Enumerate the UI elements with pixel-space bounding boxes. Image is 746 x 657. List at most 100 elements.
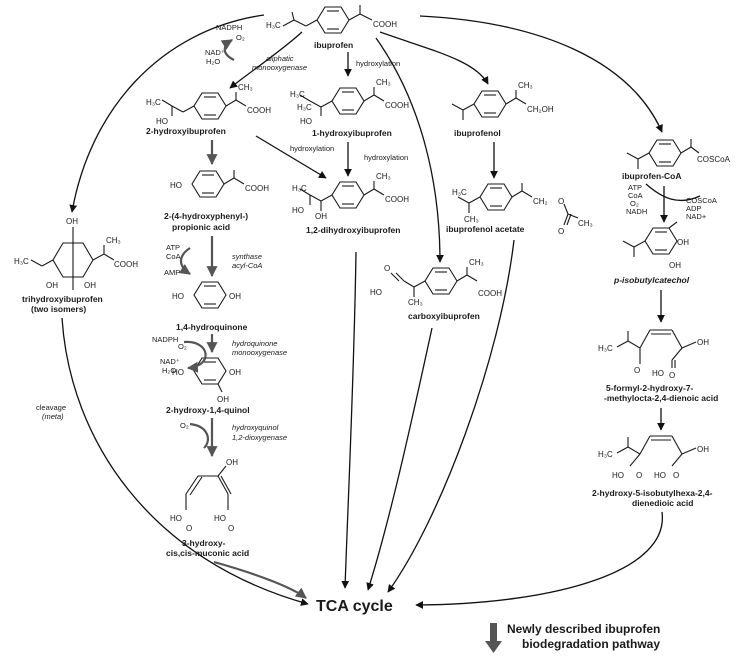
quinol-oh-label: OH [229,368,241,377]
p-isobutylcatechol-structure: OH OH [622,221,689,270]
tca-cycle-label: TCA cycle [316,598,393,615]
arrow-quinol-loop [189,422,209,449]
hydroxyphenylpropionic-acid-name-1: 2-(4-hydroxyphenyl-) [164,211,248,221]
cofactor-coa-5: CoA [628,191,643,200]
muconic-o-left: O [186,524,192,533]
1,2-dihydroxyibuprofen-name: 1,2-dihydroxyibuprofen [306,225,400,235]
acetate-methyl-label: CH₃ [578,219,593,228]
formyl-o-label-2: O [669,371,675,380]
trihydroxy-ch3-label: CH₃ [106,236,121,245]
acetate-ch3-label: CH₃ [464,215,479,224]
enzyme-aliphatic-2: monooxygenase [252,63,307,72]
arrow-coa-cofactor-curve [645,183,701,201]
carboxyibuprofen-cooh-label: COOH [478,289,502,298]
ibuprofenol-acetate-structure: H₃C CH₃ CH₂ O O CH₃ [452,183,593,236]
cofactor-h2o-1: H₂O [206,57,220,66]
trihydroxy-oh-top: OH [66,217,78,226]
muconic-ho-right: HO [214,514,226,523]
cofactor-o2-5: O₂ [630,199,639,208]
hexa-h3c-label: H₃C [598,450,613,459]
legend-line-1: Newly described ibuprofen [507,622,660,636]
ibuprofenol-ch3-label: CH₃ [518,81,533,90]
legend-arrow-shaft [490,623,497,643]
cofactor-o2-4: O₂ [180,421,189,430]
2-hydroxyibuprofen-ho-label: HO [156,117,168,126]
cofactor-nadp-5: NAD+ [686,212,707,221]
hexadienedioic-acid-name-1: 2-hydroxy-5-isobutylhexa-2,4- [592,488,713,498]
carboxyibuprofen-o-label: O [384,264,390,273]
legend: Newly described ibuprofen biodegradation… [485,622,660,653]
arrow-ibuprofen-to-carboxy [375,37,444,263]
cofactor-nadh-5: NADH [626,207,647,216]
formyl-o-label: O [634,366,640,375]
enzyme-aliphatic-1: aliphatic [266,54,294,63]
formyl-dienoic-acid-name-2: -methylocta-2,4-dienoic acid [604,393,718,403]
hexa-o-label: O [636,471,642,480]
ibuprofenol-ch2oh-label: CH₂OH [527,105,554,114]
p-isobutylcatechol-name: p-isobutylcatechol [613,275,690,285]
arrow-muconic-to-tca [213,560,307,599]
formyl-ho-label: HO [652,369,664,378]
enzyme-synthase-1: synthase [232,252,262,261]
hexa-o-label-2: O [673,471,679,480]
hydroquinone-name: 1,4-hydroquinone [176,322,248,332]
cofactor-nadph-1: NADPH [216,23,242,32]
quinol-ho-label: HO [172,368,184,377]
cofactor-nadph-3: NADPH [152,335,178,344]
carboxyibuprofen-ho-label: HO [370,288,382,297]
1-hydroxyibuprofen-ho-label: HO [300,117,312,126]
muconic-acid-name-1: 3-hydroxy- [182,538,226,548]
arrow-monooxygenase-loop [220,39,235,61]
1,2-dihydroxyibuprofen-structure: H₃C HO OH CH₃ COOH [292,172,409,221]
reaction-hydroxylation-mid: hydroxylation [364,153,408,162]
ibuprofen-coa-structure: COSCoA [626,139,731,169]
hydroquinone-structure: HO OH [172,281,241,309]
cofactor-nad-3: NAD⁺ [160,357,180,366]
arrow-hydroquinone-loop [183,340,207,373]
1-hydroxyibuprofen-h3c-label-2: H₃C [297,103,312,112]
arrow-trihydroxy-to-tca [61,317,309,606]
carboxyibuprofen-ch3-label: CH₃ [408,298,423,307]
2-hydroxyibuprofen-name: 2-hydroxyibuprofen [146,126,226,136]
ibuprofen-coa-coscoa-label: COSCoA [697,155,731,164]
1-hydroxyibuprofen-structure: H₃C H₃C HO CH₃ COOH [290,78,409,126]
arrow-ibuprofen-to-ibuprofenol [379,31,489,85]
arrow-carboxy-to-tca [366,327,433,591]
muconic-o-right: O [228,524,234,533]
trihydroxyibuprofen-name-2: (two isomers) [31,304,86,314]
hexadienedioic-acid-structure: H₃C HO O OH HO O [598,435,709,480]
1-hydroxyibuprofen-name: 1-hydroxyibuprofen [312,128,392,138]
dihydroxy-ch3-label: CH₃ [376,172,391,181]
acetate-ch2-label: CH₂ [533,197,548,206]
ibuprofen-cooh-label: COOH [373,20,397,29]
ibuprofenol-name: ibuprofenol [454,128,501,138]
muconic-oh-top: OH [226,458,238,467]
reaction-hydroxylation-diagonal: hydroxylation [290,144,334,153]
muconic-acid-structure: OH HO O HO O [170,458,238,533]
enzyme-hydroxyquinol-2: 1,2-dioxygenase [232,433,287,442]
arrow-ibuprofen-to-coa [419,15,663,133]
hydroxyphenylpropionic-acid-structure: HO COOH [170,170,269,198]
arrow-2-hydroxy-to-dihydroxy [255,135,327,179]
2-hydroxyibuprofen-cooh-label: COOH [247,106,271,115]
hydroxyphenylpropionic-acid-name-2: propionic acid [172,222,230,232]
formyl-dienoic-acid-name-1: 5-formyl-2-hydroxy-7- [606,383,694,393]
trihydroxy-oh-left: OH [46,281,58,290]
ibuprofen-coa-name: ibuprofen-CoA [622,171,682,181]
dihydroxy-oh-label: OH [315,212,327,221]
cofactor-nad-1: NAD⁺ [205,48,225,57]
cofactor-atp-5: ATP [628,183,642,192]
catechol-oh-1: OH [677,238,689,247]
reaction-cleavage: cleavage [36,403,66,412]
1-hydroxyibuprofen-cooh-label: COOH [385,101,409,110]
hpp-cooh-label: COOH [245,184,269,193]
2-hydroxyibuprofen-h3c-label: H₃C [146,98,161,107]
ibuprofenol-structure: CH₃ CH₂OH [451,81,554,120]
dihydroxy-h3c-label: H₃C [292,184,307,193]
arrow-synthase-loop [178,247,191,275]
acetate-h3c-label: H₃C [452,188,467,197]
dihydroxy-cooh-label: COOH [385,195,409,204]
cofactor-adp-5: ADP [686,204,701,213]
enzyme-hydroquinone-1: hydroquinone [232,339,277,348]
carboxyibuprofen-structure: CH₃ O HO CH₃ COOH [370,258,502,307]
